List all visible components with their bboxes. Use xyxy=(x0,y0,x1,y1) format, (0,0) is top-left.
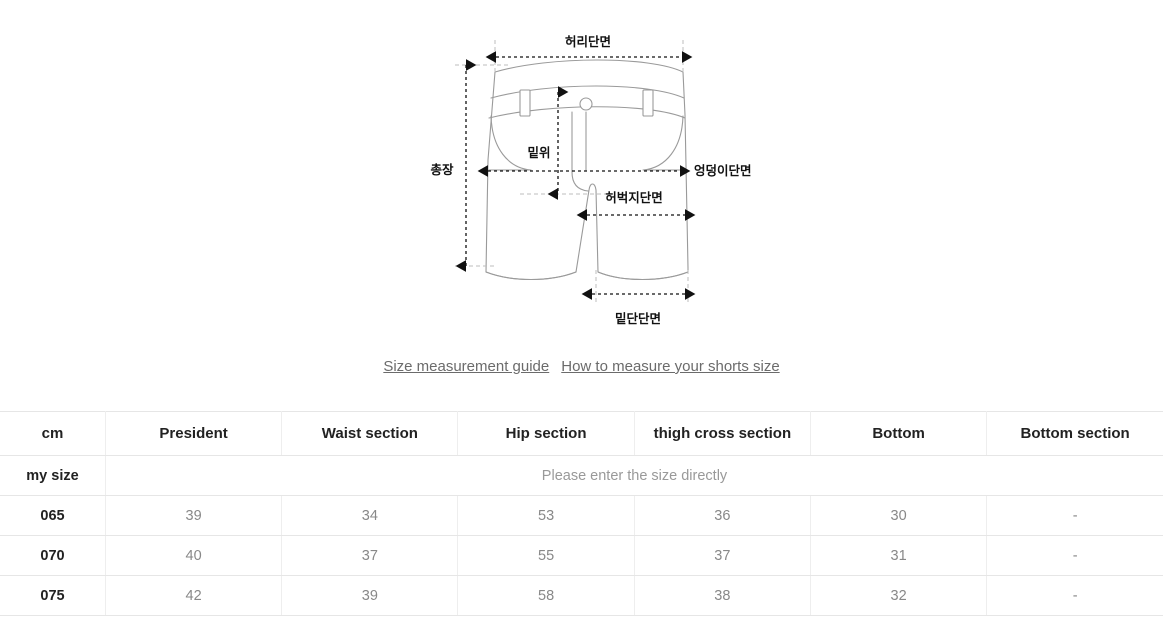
waistband-bottom-path xyxy=(488,106,686,119)
my-size-label: my size xyxy=(0,455,106,496)
table-header: cm President Waist section Hip section t… xyxy=(0,411,1163,456)
row-size-label: 065 xyxy=(0,495,106,536)
header-president: President xyxy=(105,411,283,456)
header-hip-section: Hip section xyxy=(457,411,635,456)
cell-bottom: 32 xyxy=(810,575,988,616)
label-hip-section: 엉덩이단면 xyxy=(694,163,752,178)
shorts-outline-group xyxy=(485,59,689,281)
table-row: 075 42 39 58 38 32 - xyxy=(0,575,1163,616)
table-row: 065 39 34 53 36 30 - xyxy=(0,495,1163,536)
table-body: my size Please enter the size directly 0… xyxy=(0,455,1163,616)
cell-bottom-section: - xyxy=(986,535,1163,576)
header-bottom-section: Bottom section xyxy=(986,411,1163,456)
header-bottom: Bottom xyxy=(810,411,988,456)
header-waist-section: Waist section xyxy=(281,411,459,456)
my-size-input-cell[interactable]: Please enter the size directly xyxy=(105,455,1163,496)
label-hem-section: 밑단단면 xyxy=(615,311,661,326)
cell-bottom: 31 xyxy=(810,535,988,576)
cell-waist-section: 34 xyxy=(281,495,459,536)
shorts-measurement-diagram: 허리단면 총장 밑위 엉덩이단면 허벅지단면 밑단단면 xyxy=(430,34,752,326)
header-row: cm President Waist section Hip section t… xyxy=(0,411,1163,456)
label-total-length: 총장 xyxy=(430,162,454,177)
hem-right-path xyxy=(597,271,689,281)
cell-waist-section: 39 xyxy=(281,575,459,616)
size-chart-table: cm President Waist section Hip section t… xyxy=(0,411,1163,616)
cell-waist-section: 37 xyxy=(281,535,459,576)
cell-bottom-section: - xyxy=(986,495,1163,536)
cell-thigh-section: 36 xyxy=(634,495,811,536)
row-size-label: 070 xyxy=(0,535,106,576)
hem-left-path xyxy=(485,271,577,281)
label-thigh-section: 허벅지단면 xyxy=(605,190,663,205)
how-to-measure-link[interactable]: How to measure your shorts size xyxy=(561,358,780,375)
label-rise: 밑위 xyxy=(527,145,550,160)
waist-button-icon xyxy=(579,97,593,111)
table-row: 070 40 37 55 37 31 - xyxy=(0,535,1163,576)
cell-thigh-section: 38 xyxy=(634,575,811,616)
header-cm: cm xyxy=(0,411,106,456)
waistband-edge-path xyxy=(490,85,685,99)
header-thigh-section: thigh cross section xyxy=(634,411,811,456)
shorts-diagram-container: 허리단면 총장 밑위 엉덩이단면 허벅지단면 밑단단면 xyxy=(430,34,752,326)
cell-thigh-section: 37 xyxy=(634,535,811,576)
label-waist-section: 허리단면 xyxy=(565,34,611,49)
cell-hip-section: 55 xyxy=(457,535,635,576)
cell-bottom: 30 xyxy=(810,495,988,536)
dimension-arrows-group xyxy=(455,51,696,300)
cell-bottom-section: - xyxy=(986,575,1163,616)
belt-loop-left xyxy=(519,89,531,117)
cell-hip-section: 58 xyxy=(457,575,635,616)
cell-hip-section: 53 xyxy=(457,495,635,536)
size-measurement-guide-link[interactable]: Size measurement guide xyxy=(383,358,550,375)
measurement-links-row: Size measurement guide How to measure you… xyxy=(0,358,1163,375)
cell-president: 39 xyxy=(105,495,283,536)
cell-president: 42 xyxy=(105,575,283,616)
cell-president: 40 xyxy=(105,535,283,576)
my-size-row: my size Please enter the size directly xyxy=(0,455,1163,496)
belt-loop-right xyxy=(642,89,654,117)
row-size-label: 075 xyxy=(0,575,106,616)
